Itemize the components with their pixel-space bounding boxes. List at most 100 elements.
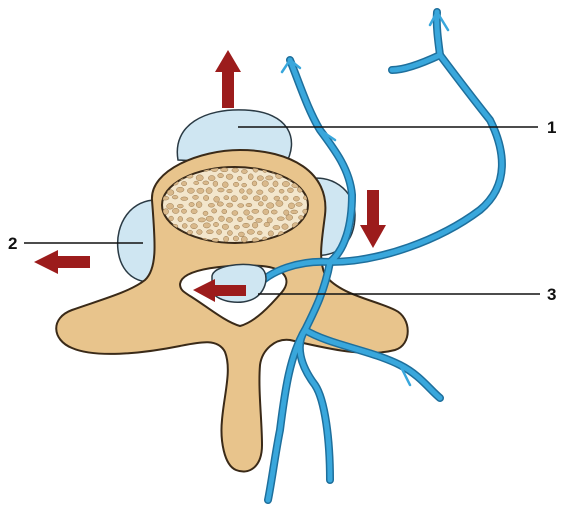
arrow-down-icon — [360, 190, 386, 248]
trabecula — [196, 175, 203, 181]
trabecula — [239, 189, 244, 194]
trabecula — [196, 202, 202, 208]
trabecula — [176, 187, 184, 192]
trabecula — [217, 202, 223, 206]
trabecula — [246, 203, 252, 207]
trabecula — [203, 223, 210, 228]
trabecula — [247, 230, 254, 235]
trabecula — [206, 188, 212, 194]
trabecula — [187, 218, 194, 222]
trabecula — [194, 181, 199, 185]
vertebral-body — [162, 167, 308, 243]
trabecula — [172, 208, 179, 213]
trabecula — [231, 196, 237, 202]
trabecula — [222, 209, 227, 214]
trabecula — [181, 197, 188, 201]
trabecula — [232, 168, 239, 172]
trabecula — [241, 169, 247, 173]
trabecula — [258, 202, 263, 206]
trabecula — [193, 195, 199, 199]
trabecula — [226, 174, 233, 179]
trabecula — [187, 188, 194, 193]
trabecula — [181, 209, 186, 213]
trabecula — [268, 231, 273, 236]
trabecula — [227, 231, 232, 236]
trabecula — [203, 211, 208, 215]
trabecula — [296, 203, 303, 207]
arrow-up-icon — [215, 50, 241, 108]
trabecula — [252, 209, 259, 213]
trabecula — [253, 196, 260, 201]
trabecula — [214, 196, 220, 202]
trabecula — [191, 209, 197, 214]
trabecula — [256, 218, 263, 222]
trabecula — [226, 217, 232, 222]
trabecula — [208, 203, 214, 207]
trabecula — [167, 190, 174, 196]
trabecula — [187, 230, 192, 234]
trabecula — [197, 188, 204, 193]
trabecula — [189, 202, 194, 206]
trabecula — [212, 209, 217, 213]
trabecula — [282, 181, 289, 186]
trabecula — [273, 181, 278, 187]
trabecula — [243, 223, 250, 227]
trabecula — [252, 181, 257, 186]
trabecula — [221, 168, 228, 172]
trabecula — [238, 232, 244, 237]
trabecula — [219, 216, 225, 221]
trabecula — [276, 201, 283, 207]
trabecula — [203, 195, 208, 200]
trabecula — [218, 188, 225, 192]
arrow-left-icon — [34, 250, 90, 274]
trabecula — [262, 196, 267, 201]
trabecula — [172, 195, 178, 199]
trabecula — [274, 196, 280, 200]
trabecula — [213, 222, 218, 226]
label-2: 2 — [8, 234, 17, 253]
trabecula — [224, 196, 229, 200]
trabecula — [288, 203, 294, 209]
trabecula — [273, 225, 280, 229]
trabecula — [262, 181, 268, 187]
trabecula — [227, 189, 233, 193]
label-3: 3 — [547, 285, 556, 304]
trabecula — [169, 216, 174, 221]
trabecula — [227, 203, 233, 207]
trabecula — [167, 203, 174, 209]
label-1: 1 — [547, 118, 556, 137]
trabecula — [191, 224, 198, 229]
trabecula — [269, 188, 275, 193]
trabecula — [238, 217, 243, 222]
trabecula — [208, 176, 215, 181]
trabecula — [247, 216, 253, 220]
trabecula — [277, 217, 284, 221]
trabecula — [291, 210, 298, 214]
trabecula — [248, 174, 253, 180]
trabecula — [279, 189, 284, 193]
trabecula — [217, 230, 222, 235]
trabecula — [222, 182, 228, 188]
trabecula — [206, 216, 213, 221]
trabecula — [282, 224, 288, 230]
trabecula — [247, 189, 252, 194]
trabecula — [207, 230, 214, 234]
trabecula — [252, 222, 258, 228]
trabecula — [177, 204, 183, 208]
trabecula — [293, 196, 299, 201]
trabecula — [224, 236, 229, 242]
trabecula — [233, 236, 238, 241]
trabecula — [264, 222, 270, 226]
trabecula — [232, 211, 238, 216]
trabecula — [299, 216, 304, 220]
trabecula — [284, 210, 289, 215]
trabecula — [267, 203, 274, 209]
trabecula — [222, 224, 228, 229]
trabecula — [283, 196, 288, 201]
trabecula — [233, 182, 239, 186]
trabecula — [218, 173, 224, 177]
trabecula — [203, 181, 209, 185]
trabecula — [244, 210, 250, 215]
trabecula — [257, 176, 263, 181]
